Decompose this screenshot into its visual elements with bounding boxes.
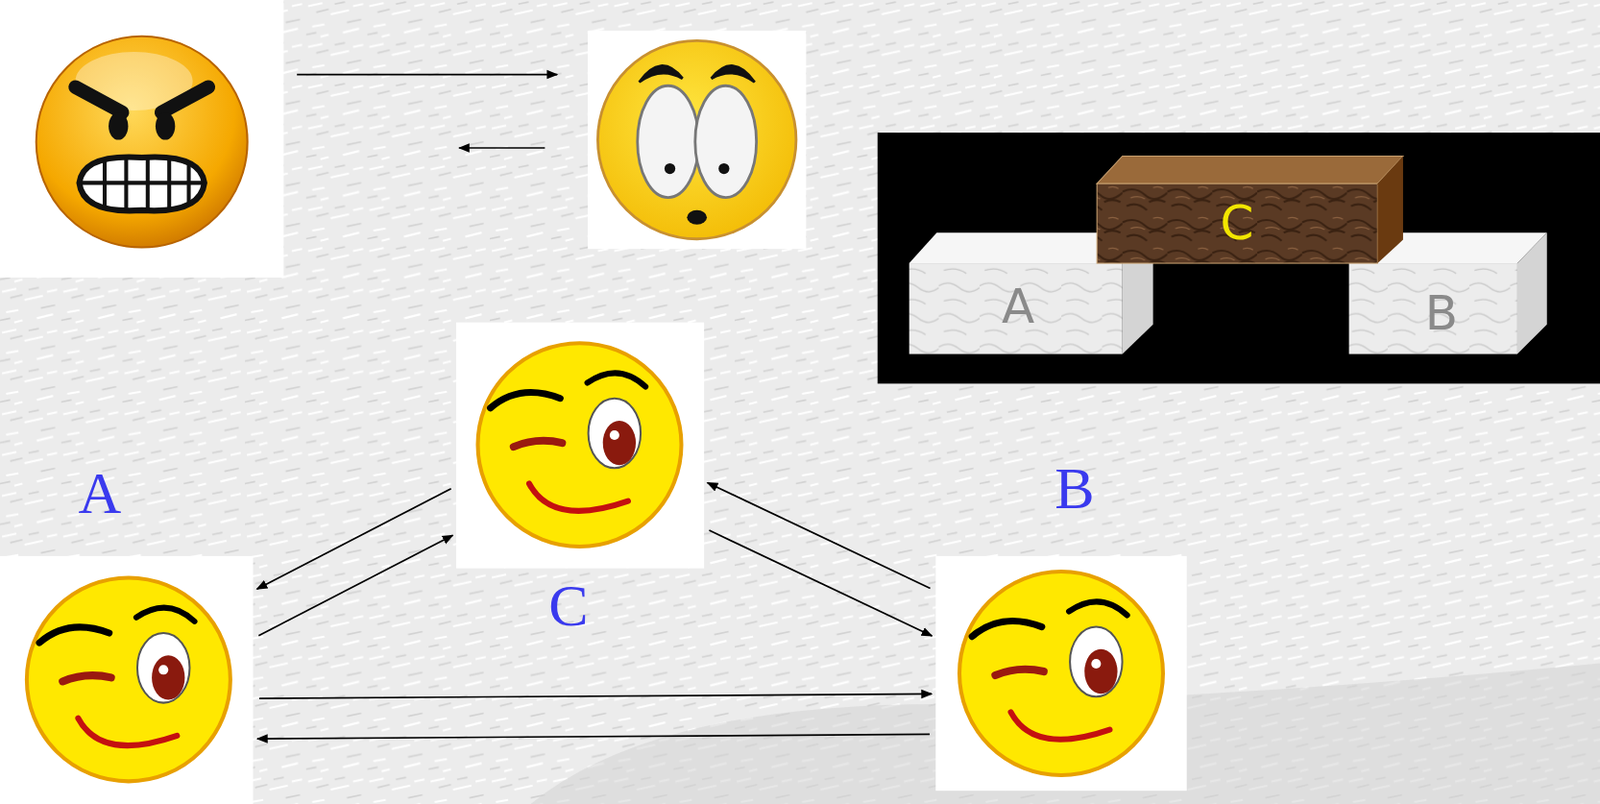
part-name: C — [1220, 198, 1255, 247]
marble-block — [1096, 183, 1378, 264]
marble-block — [909, 263, 1123, 355]
block-top — [1096, 156, 1404, 185]
arrow-connector — [708, 530, 932, 636]
part-name: A — [1001, 282, 1035, 331]
arrow-connector — [258, 534, 453, 635]
winking-face — [26, 577, 231, 781]
part-name: B — [1425, 289, 1458, 338]
winking-face — [478, 342, 682, 547]
person-node: B — [935, 556, 1188, 792]
node-label: B — [1054, 458, 1094, 518]
node-label: C — [548, 575, 588, 635]
icon-frame — [935, 556, 1187, 791]
winking-face — [959, 571, 1164, 776]
arrow-connector — [707, 483, 931, 589]
angry-face — [36, 36, 248, 248]
arrow-connector — [257, 733, 930, 739]
person-node: C — [456, 322, 704, 569]
icon-frame — [456, 322, 704, 569]
arrow — [459, 146, 545, 149]
block-side — [1377, 156, 1404, 265]
arrow — [296, 73, 558, 76]
arrow-connector — [257, 488, 452, 589]
illustration-panel — [877, 132, 1600, 384]
marble-block — [1349, 263, 1518, 355]
icon-frame — [587, 30, 806, 249]
block-side — [1517, 232, 1548, 354]
arrow-connector — [259, 693, 932, 699]
icon-frame — [0, 556, 254, 804]
node-label: A — [78, 462, 122, 523]
person-node: A — [0, 556, 254, 804]
icon-frame — [0, 0, 284, 278]
shocked-face — [597, 40, 796, 239]
